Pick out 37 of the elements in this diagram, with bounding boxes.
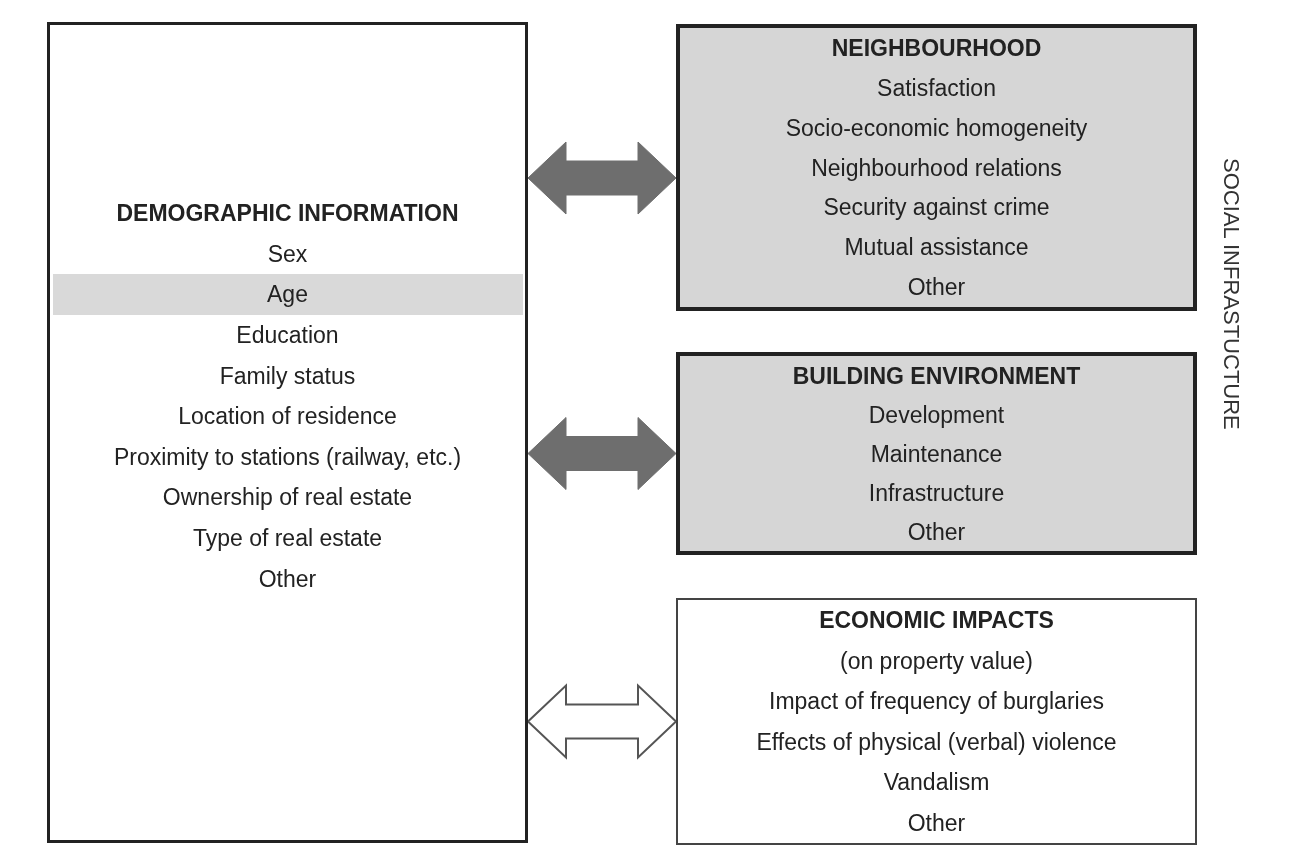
heading: NEIGHBOURHOOD: [831, 34, 1042, 61]
list-item: Ownership of real estate: [162, 484, 413, 511]
list-item: Education: [236, 322, 339, 349]
list-item: Other: [907, 809, 966, 836]
list-item: Other: [907, 518, 966, 545]
list-item: Proximity to stations (railway, etc.): [113, 443, 462, 470]
list-item: Location of residence: [178, 403, 397, 430]
heading: BUILDING ENVIRONMENT: [792, 362, 1081, 389]
category-box: [676, 24, 1197, 311]
list-item: Vandalism: [883, 769, 990, 796]
list-item: Development: [868, 401, 1005, 428]
list-item: Neighbourhood relations: [811, 154, 1062, 181]
category-box: [676, 598, 1197, 845]
heading: ECONOMIC IMPACTS: [819, 607, 1054, 634]
category-box: [47, 22, 528, 843]
list-item: Age: [267, 281, 308, 308]
list-item: Impact of frequency of burglaries: [769, 688, 1104, 715]
heading: DEMOGRAPHIC INFORMATION: [116, 200, 459, 227]
double-arrow: [527, 141, 677, 215]
list-item: Security against crime: [823, 194, 1050, 221]
list-item: Family status: [219, 362, 356, 389]
list-item: Mutual assistance: [844, 234, 1029, 261]
double-arrow: [526, 683, 678, 760]
highlight-band: [52, 274, 523, 315]
list-item: Effects of physical (verbal) violence: [756, 728, 1117, 755]
list-item: Satisfaction: [877, 74, 996, 101]
list-item: Sex: [267, 240, 308, 267]
category-box: [676, 352, 1197, 555]
list-item: Maintenance: [870, 440, 1003, 467]
list-item: Type of real estate: [192, 525, 383, 552]
side-label: SOCIAL INFRASTUCTURE: [1218, 158, 1244, 430]
list-item: Other: [258, 565, 317, 592]
list-item: (on property value): [839, 647, 1033, 674]
list-item: Infrastructure: [868, 479, 1005, 506]
list-item: Socio-economic homogeneity: [785, 114, 1088, 141]
double-arrow: [527, 417, 677, 490]
list-item: Other: [907, 274, 966, 301]
